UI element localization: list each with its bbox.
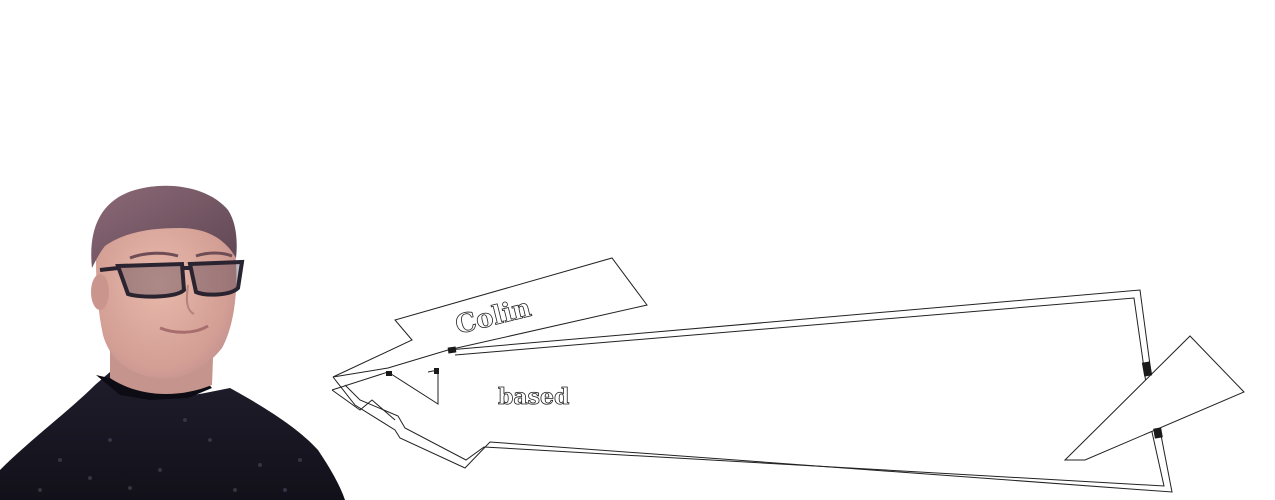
tip-wing-shape bbox=[1063, 335, 1245, 461]
shirt-pattern bbox=[38, 418, 302, 492]
name-wing-shape bbox=[332, 257, 648, 378]
face-shape bbox=[96, 205, 237, 379]
banner-body-outer bbox=[332, 289, 1173, 493]
shirt-shape bbox=[0, 372, 345, 500]
glasses bbox=[99, 259, 245, 299]
banner-body-inner bbox=[344, 297, 1165, 487]
tail-zigzag bbox=[331, 369, 439, 421]
tagline-label: based bbox=[498, 384, 569, 410]
mouth-shape bbox=[159, 324, 209, 334]
hair-shape bbox=[91, 185, 237, 268]
collar-shape bbox=[96, 375, 212, 400]
ear-shape bbox=[91, 274, 109, 310]
